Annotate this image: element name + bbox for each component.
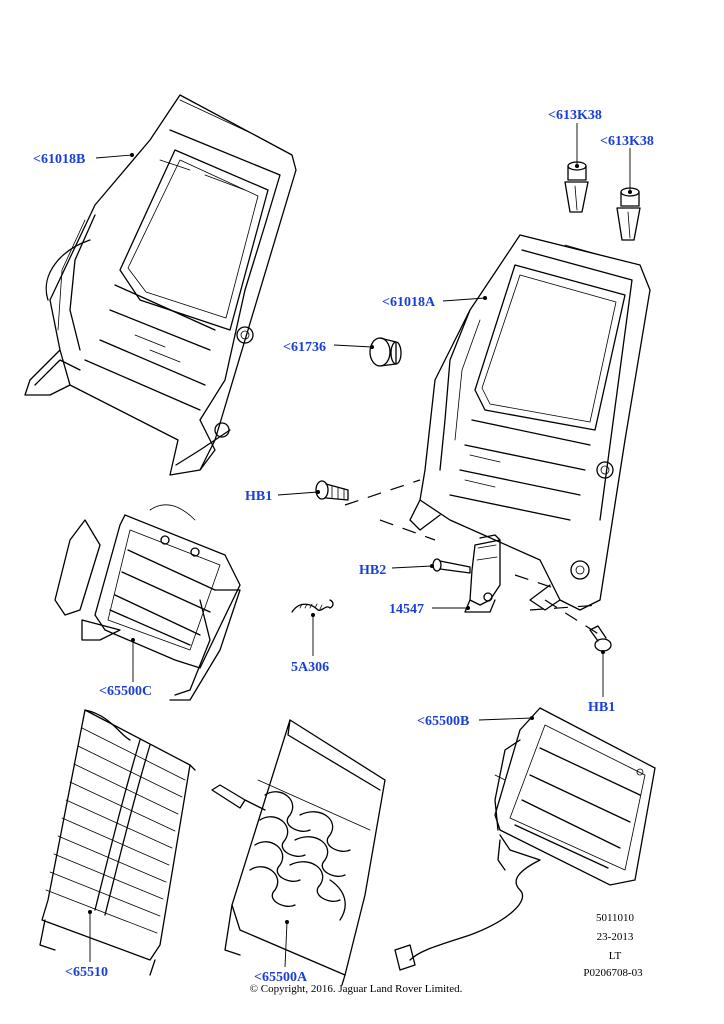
ref-date: 23-2013 [597, 931, 634, 943]
label-65500c[interactable]: <65500C [99, 684, 152, 699]
label-61736[interactable]: <61736 [283, 340, 326, 355]
ref-code: 5011010 [596, 912, 635, 924]
ref-plate: P0206708-03 [583, 967, 643, 979]
label-65510[interactable]: <65510 [65, 965, 108, 980]
seat-frame-rear [24, 94, 297, 476]
copyright-notice: © Copyright, 2016. Jaguar Land Rover Lim… [250, 983, 463, 995]
part-labels: <61018B <613K38 <613K38 <61018A <61736 H… [33, 108, 654, 985]
reference-block: 5011010 23-2013 LT P0206708-03 [583, 912, 643, 979]
label-61018a[interactable]: <61018A [382, 295, 436, 310]
back-panel-right [394, 707, 656, 971]
recliner-actuator [464, 534, 501, 613]
bolt-bottom [589, 625, 612, 652]
heater-mat [211, 719, 386, 986]
trim-clip-1 [564, 161, 589, 213]
label-65500a[interactable]: <65500A [254, 970, 308, 985]
label-hb1-top[interactable]: HB1 [245, 489, 272, 504]
screw [432, 558, 471, 574]
trim-clip-2 [616, 187, 641, 241]
leader-lines [88, 123, 632, 968]
label-61018b[interactable]: <61018B [33, 152, 85, 167]
pivot-bushing [369, 337, 402, 367]
label-14547[interactable]: 14547 [389, 602, 424, 617]
label-5a306[interactable]: 5A306 [291, 660, 329, 675]
label-613k38-2[interactable]: <613K38 [600, 134, 654, 149]
ref-side: LT [609, 950, 622, 962]
suspension-mat [39, 709, 196, 976]
label-hb1-bottom[interactable]: HB1 [588, 700, 615, 715]
label-65500b[interactable]: <65500B [417, 714, 469, 729]
tension-spring [291, 599, 334, 613]
label-hb2[interactable]: HB2 [359, 563, 386, 578]
label-613k38-1[interactable]: <613K38 [548, 108, 602, 123]
bolt-top [315, 480, 349, 501]
seat-frame-front [409, 234, 651, 611]
back-panel-left [54, 504, 241, 701]
